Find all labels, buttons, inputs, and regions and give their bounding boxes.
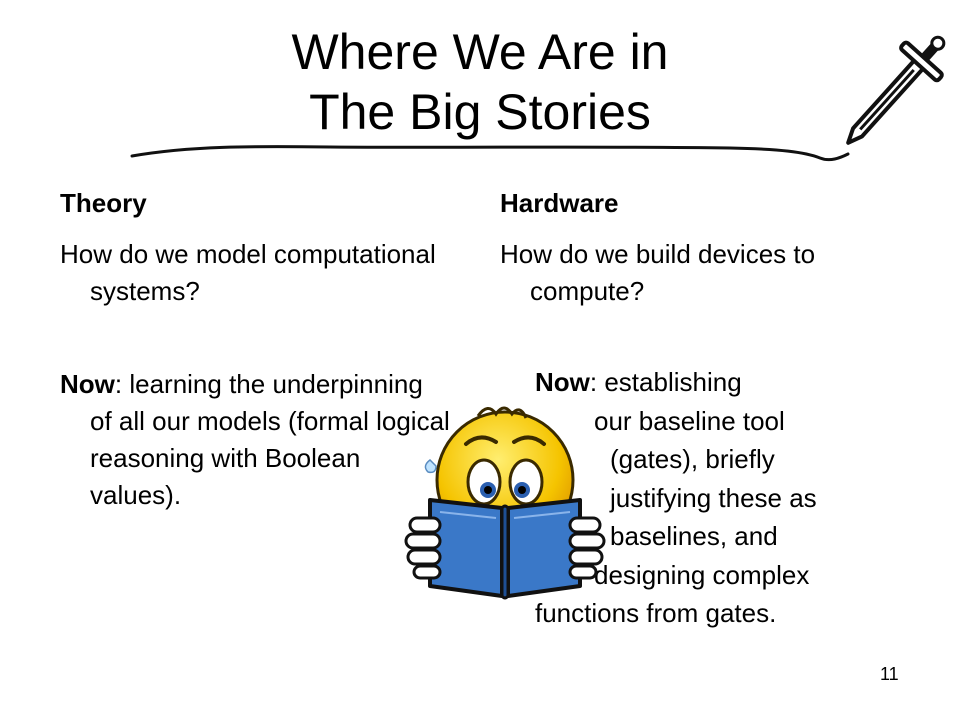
hardware-question: How do we build devices to compute? (500, 239, 816, 306)
hardware-now: Now: establishing our baseline tool (gat… (535, 363, 817, 633)
hardware-now-line: our baseline tool (594, 405, 785, 436)
theory-now: Now: learning the underpinning of all ou… (60, 366, 450, 514)
title-underline (130, 145, 850, 162)
hardware-now-line: functions from gates. (535, 598, 777, 628)
slide-title-line-2: The Big Stories (309, 84, 651, 140)
theory-now-label: Now (60, 369, 115, 399)
theory-now-text: : learning the underpinning of all our m… (90, 369, 450, 510)
slide-title-line-1: Where We Are in (291, 24, 669, 80)
hardware-heading: Hardware (500, 188, 619, 218)
page-number: 11 (880, 664, 899, 684)
hardware-now-line: (gates), briefly (610, 444, 775, 474)
hardware-now-line: designing complex (594, 559, 810, 590)
slide-title: Where We Are in The Big Stories (150, 22, 810, 142)
theory-question: How do we model computational systems? (60, 239, 436, 306)
hardware-now-line: baselines, and (610, 521, 778, 551)
hardware-now-line: Now: establishing (535, 367, 742, 397)
hardware-now-label: Now (535, 367, 590, 397)
theory-heading: Theory (60, 188, 147, 218)
smiley-reading-book-icon (404, 406, 606, 600)
hardware-now-line: justifying these as (610, 482, 817, 513)
sword-icon (846, 35, 946, 145)
